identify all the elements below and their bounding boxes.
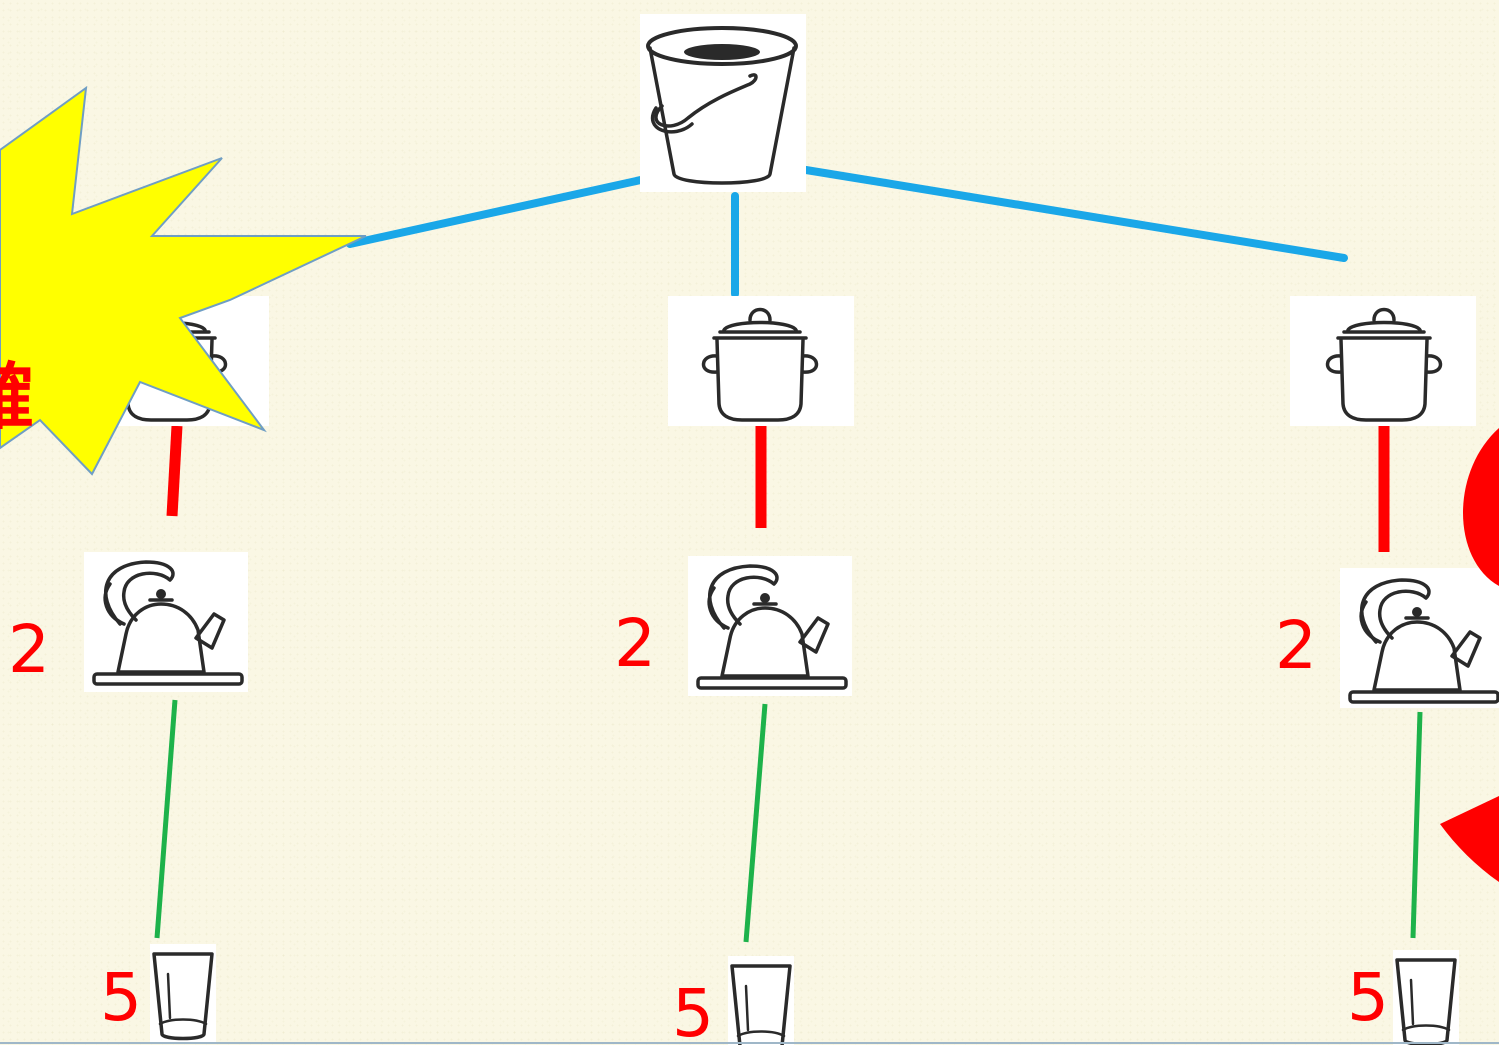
kettle-icon [84, 552, 248, 692]
callout-text: 確 [0, 355, 34, 439]
glass-count-label: 5 [1347, 959, 1389, 1036]
edge-root-branch1 [346, 170, 672, 248]
edge-pot1-kettle1 [166, 425, 183, 517]
pot-icon [1290, 296, 1476, 426]
explosion-callout: 確 [0, 85, 367, 476]
red-arrow-shape [1440, 796, 1499, 882]
level1-edges [346, 166, 1348, 298]
edge-kettle3-glass3 [1410, 711, 1423, 939]
bucket-icon [640, 14, 806, 192]
kettle-icon [688, 556, 852, 696]
glass-count-label: 5 [100, 959, 142, 1036]
glass-icon [1393, 950, 1459, 1045]
explosion-burst-shape [0, 85, 367, 476]
red-arc-shape [1462, 428, 1499, 586]
pot-icon [668, 296, 854, 426]
level3-edges [154, 699, 1423, 943]
right-edge-red-shapes [1440, 428, 1499, 882]
edge-kettle2-glass2 [743, 703, 768, 943]
glass-count-label: 5 [672, 975, 714, 1045]
kettle-count-label: 2 [614, 605, 656, 682]
kettle-count-label: 2 [1275, 607, 1317, 684]
edge-kettle1-glass1 [154, 699, 178, 939]
glass-icon [728, 956, 794, 1045]
glass-icon [150, 944, 216, 1043]
kettle-count-label: 2 [8, 611, 50, 688]
edge-root-branch3 [802, 166, 1348, 262]
kettle-icon [1340, 568, 1499, 708]
level2-edges [166, 425, 1390, 552]
